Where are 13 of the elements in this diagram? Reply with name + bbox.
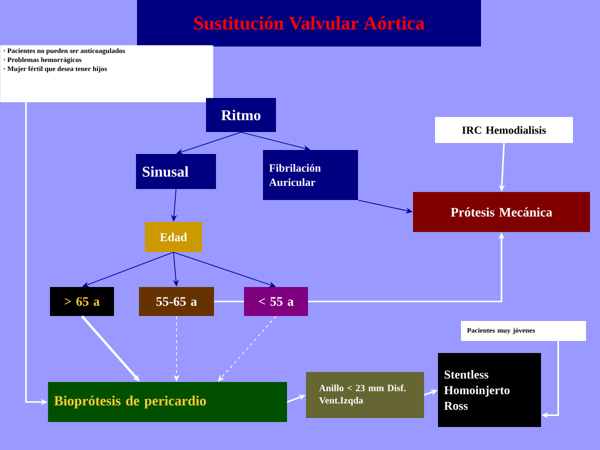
title-banner: Sustitución Valvular Aórtica (137, 0, 481, 46)
process-box: Anillo < 23 mm Disf. Vent.Izqda (306, 372, 424, 418)
process-box: > 65 a (50, 287, 114, 316)
process-box: Stentless Homoinjerto Ross (438, 353, 541, 427)
process-box: Sinusal (136, 154, 216, 189)
process-box: Prótesis Mecánica (413, 192, 590, 232)
process-box: Edad (145, 222, 202, 252)
process-box: < 55 a (244, 287, 308, 316)
process-box: Bioprótesis de pericardio (48, 382, 287, 422)
process-box: 55-65 a (139, 287, 214, 316)
note-box: IRC Hemodialisis (435, 117, 573, 143)
process-box: Ritmo (206, 98, 276, 132)
process-box: Fibrilación Auricular (263, 150, 358, 200)
